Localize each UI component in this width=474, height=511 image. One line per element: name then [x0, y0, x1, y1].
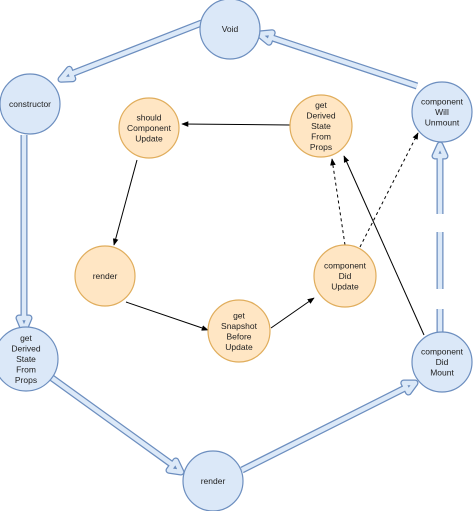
node-component-will-unmount-circle: [411, 81, 473, 143]
arrow-component-did-mount-to-get-derived-state: [343, 155, 425, 336]
node-render-inner-label: render: [93, 271, 118, 281]
node-get-derived-state-inner-circle: [289, 94, 353, 158]
node-component-did-mount-circle: [411, 331, 473, 393]
label-line: Derived: [306, 111, 336, 121]
node-component-did-update-circle: [313, 244, 377, 308]
label-line: component: [421, 347, 464, 357]
node-render-inner: render: [74, 245, 136, 307]
label-line: Will: [435, 107, 449, 117]
label-line: Update: [225, 342, 253, 352]
node-void-circle: [199, 0, 261, 60]
label-line: Component: [127, 123, 172, 133]
node-render-outer: render: [182, 450, 244, 511]
arrow-should-component-update-to-render: [112, 159, 138, 246]
arrow-render-to-component-did-mount-fill: [240, 380, 418, 473]
label-line: Void: [222, 24, 239, 34]
label-line: Props: [15, 375, 37, 385]
arrow-component-did-update-to-get-derived-state: [330, 158, 346, 246]
label-line: Did: [339, 271, 352, 281]
label-line: Derived: [11, 344, 41, 354]
outer-arrows: [15, 19, 449, 476]
label-line: Did: [436, 357, 449, 367]
label-line: should: [136, 113, 161, 123]
label-line: render: [93, 271, 118, 281]
label-line: get: [315, 100, 327, 110]
label-line: component: [421, 97, 464, 107]
node-void: Void: [199, 0, 261, 60]
node-render-outer-circle: [182, 450, 244, 511]
node-void-label: Void: [222, 24, 239, 34]
label-line: Before: [226, 331, 251, 341]
node-render-outer-label: render: [201, 476, 226, 486]
label-line: Props: [310, 142, 332, 152]
inner-arrows: [112, 121, 425, 336]
arrow-get-derived-state-to-should-component-update: [181, 121, 291, 127]
label-line: get: [233, 310, 245, 320]
label-line: Update: [331, 282, 359, 292]
arrow-get-snapshot-to-component-did-update: [270, 297, 315, 329]
label-line: State: [16, 354, 36, 364]
node-constructor-label: constructor: [9, 99, 51, 109]
label-line: State: [311, 121, 331, 131]
arrow-render-to-get-snapshot: [125, 301, 209, 331]
label-line: Update: [135, 134, 163, 144]
arrow-get-derived-state-to-render-fill: [50, 376, 184, 475]
arrow-component-did-update-to-will-unmount: [359, 132, 419, 248]
node-constructor-circle: [0, 73, 61, 135]
label-line: Mount: [430, 368, 454, 378]
node-should-component-update-circle: [118, 97, 180, 159]
label-line: get: [20, 333, 32, 343]
node-render-inner-circle: [74, 245, 136, 307]
label-line: Unmount: [425, 118, 460, 128]
node-get-snapshot-before-update-circle: [207, 299, 271, 363]
arrow-constructor-to-get-derived-state-fill: [16, 135, 32, 333]
label-line: From: [16, 365, 36, 375]
node-constructor: constructor: [0, 73, 61, 135]
label-line: constructor: [9, 99, 51, 109]
node-get-derived-state-outer-circle: [0, 326, 59, 392]
label-line: component: [324, 261, 367, 271]
arrow-component-did-mount-to-will-unmount-head-fill: [432, 142, 448, 214]
label-line: From: [311, 132, 331, 142]
arrow-will-unmount-to-void-fill: [256, 30, 418, 89]
arrow-void-to-constructor-fill: [58, 20, 203, 82]
label-line: render: [201, 476, 226, 486]
label-line: Snapshot: [221, 321, 258, 331]
